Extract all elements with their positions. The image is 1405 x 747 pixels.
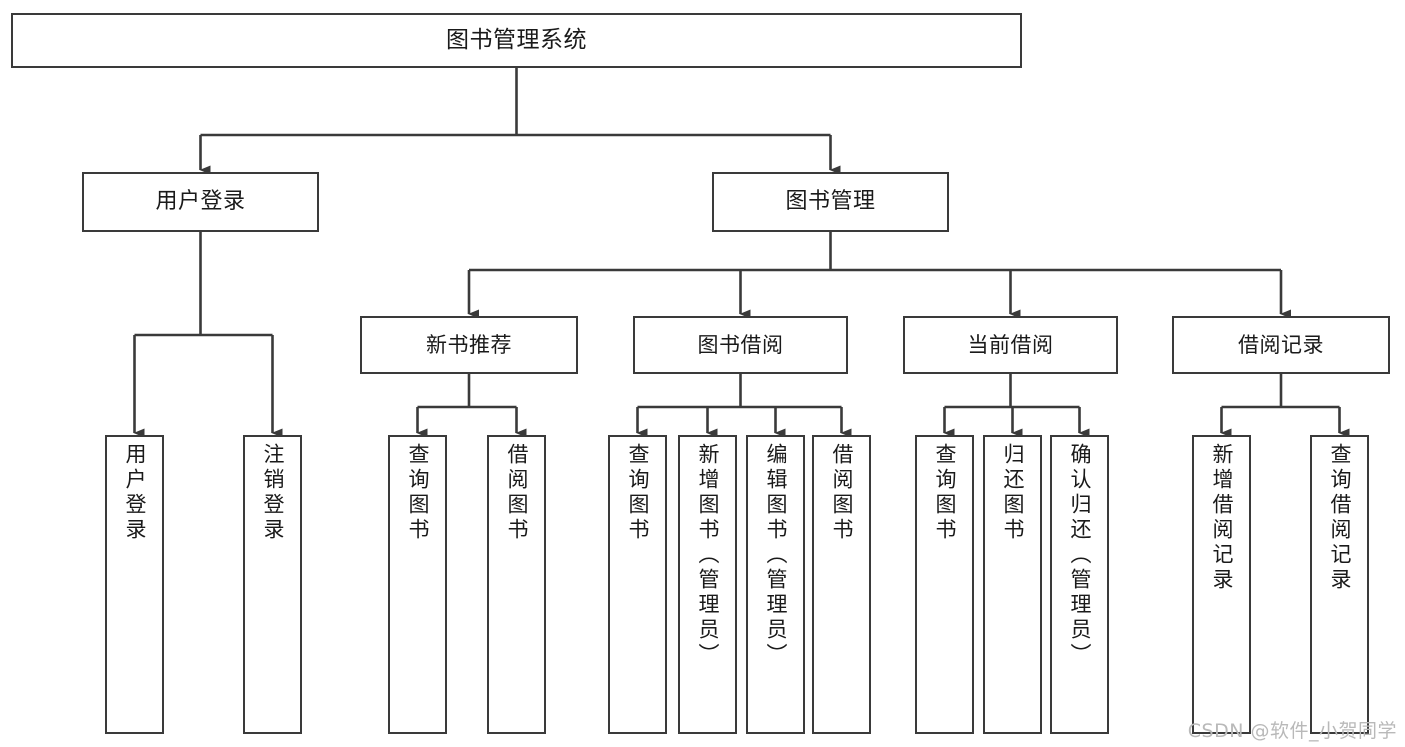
node-label: 借阅图书: [505, 443, 529, 543]
node-label: 用户登录: [155, 189, 246, 215]
node-lf_bw_add[interactable]: 新增图书（管理员）: [678, 435, 737, 734]
node-label: 新书推荐: [426, 332, 512, 357]
node-label: 注销登录: [261, 443, 285, 543]
node-lf_bw_edit[interactable]: 编辑图书（管理员）: [746, 435, 805, 734]
node-label: 新增图书（管理员）: [696, 443, 720, 668]
node-label: 查询图书: [626, 443, 650, 543]
node-label: 当前借阅: [967, 332, 1054, 357]
node-label: 查询图书: [406, 443, 430, 543]
node-lf_bw_borrow[interactable]: 借阅图书: [812, 435, 871, 734]
node-lf_cu_query[interactable]: 查询图书: [915, 435, 974, 734]
node-label: 借阅图书: [830, 443, 854, 543]
node-lf_userlogin[interactable]: 用户登录: [105, 435, 164, 734]
node-lf_cu_conf[interactable]: 确认归还（管理员）: [1050, 435, 1109, 734]
node-l2_current[interactable]: 当前借阅: [903, 316, 1118, 374]
node-label: 确认归还（管理员）: [1068, 443, 1092, 668]
node-label: 新增借阅记录: [1210, 443, 1234, 593]
node-label: 归还图书: [1001, 443, 1025, 543]
node-lf_cu_return[interactable]: 归还图书: [983, 435, 1042, 734]
node-l2_borrow[interactable]: 图书借阅: [633, 316, 848, 374]
node-lf_rc_query[interactable]: 查询借阅记录: [1310, 435, 1369, 734]
node-lf_logout[interactable]: 注销登录: [243, 435, 302, 734]
node-lf_nb_query[interactable]: 查询图书: [388, 435, 447, 734]
node-l1_login[interactable]: 用户登录: [82, 172, 319, 232]
node-lf_nb_borrow[interactable]: 借阅图书: [487, 435, 546, 734]
node-lf_rc_add[interactable]: 新增借阅记录: [1192, 435, 1251, 734]
node-l2_newbook[interactable]: 新书推荐: [360, 316, 578, 374]
node-label: 查询图书: [933, 443, 957, 543]
node-lf_bw_query[interactable]: 查询图书: [608, 435, 667, 734]
node-l1_bookmgr[interactable]: 图书管理: [712, 172, 949, 232]
node-label: 用户登录: [123, 443, 147, 543]
node-label: 编辑图书（管理员）: [764, 443, 788, 668]
node-label: 查询借阅记录: [1328, 443, 1352, 593]
node-label: 借阅记录: [1238, 332, 1324, 357]
node-label: 图书管理: [785, 189, 876, 215]
node-label: 图书管理系统: [446, 26, 587, 53]
node-label: 图书借阅: [697, 332, 784, 357]
node-root[interactable]: 图书管理系统: [11, 13, 1022, 68]
node-l2_record[interactable]: 借阅记录: [1172, 316, 1390, 374]
watermark: CSDN @软件_小贺同学: [1187, 720, 1397, 742]
